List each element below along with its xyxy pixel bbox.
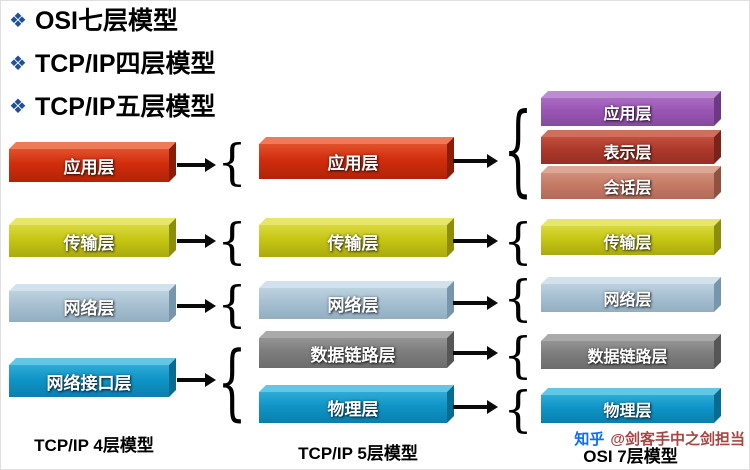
column-title-osi7: OSI 7层模型	[583, 447, 678, 466]
diamond-bullet-icon: ❖	[9, 96, 27, 118]
watermark: 知乎 @剑客手中之剑担当	[574, 428, 745, 449]
brace-icon: {	[503, 90, 533, 208]
layer-label: 数据链路层	[587, 349, 668, 366]
layer-label: 应用层	[603, 106, 652, 123]
diamond-bullet-icon: ❖	[9, 53, 27, 75]
layer-label: 传输层	[327, 233, 379, 253]
layer-label: 传输层	[603, 234, 652, 252]
osi-presentation-layer-bar: 表示层	[541, 137, 714, 164]
layer-label: 网络层	[63, 299, 115, 318]
brace-icon: {	[503, 326, 533, 384]
brace-icon: {	[217, 275, 247, 333]
osi-network-layer-bar: 网络层	[541, 284, 714, 312]
arrow-icon	[177, 373, 216, 387]
arrow-icon	[453, 154, 498, 168]
layer-label: 传输层	[63, 233, 115, 253]
layer-label: 物理层	[327, 400, 379, 419]
tcpip5-network-layer-bar: 网络层	[259, 288, 447, 319]
osi-application-layer-bar: 应用层	[541, 98, 714, 126]
tcpip4-application-layer-bar: 应用层	[9, 149, 169, 182]
column-title-tcpip4: TCP/IP 4层模型	[34, 436, 154, 455]
brace-icon: {	[217, 212, 247, 270]
tcpip5-application-layer-bar: 应用层	[259, 144, 447, 179]
arrow-icon	[177, 234, 216, 248]
layer-label: 数据链路层	[310, 345, 396, 365]
arrow-icon	[453, 400, 498, 414]
osi-transport-layer-bar: 传输层	[541, 226, 714, 255]
watermark-username: @剑客手中之剑担当	[610, 431, 745, 448]
layer-label: 会话层	[603, 180, 652, 197]
layer-label: 网络接口层	[46, 373, 132, 393]
bullet-label: TCP/IP四层模型	[34, 50, 216, 78]
arrow-icon	[453, 234, 498, 248]
brace-icon: {	[217, 133, 247, 191]
osi-datalink-layer-bar: 数据链路层	[541, 341, 714, 369]
layer-label: 应用层	[63, 158, 115, 177]
osi-physical-layer-bar: 物理层	[541, 395, 714, 423]
layer-label: 应用层	[327, 154, 379, 173]
brace-icon: {	[503, 212, 533, 270]
bullet-label: OSI七层模型	[34, 7, 179, 35]
arrow-icon	[177, 158, 216, 172]
tcpip5-transport-layer-bar: 传输层	[259, 225, 447, 257]
arrow-icon	[177, 299, 216, 313]
tcpip4-transport-layer-bar: 传输层	[9, 225, 169, 257]
tcpip5-datalink-layer-bar: 数据链路层	[259, 338, 447, 368]
brace-icon: {	[503, 380, 533, 438]
column-title-tcpip5: TCP/IP 5层模型	[298, 444, 418, 463]
tcpip5-physical-layer-bar: 物理层	[259, 392, 447, 423]
bullet-item-tcpip5: ❖ TCP/IP五层模型	[9, 92, 216, 122]
tcpip4-network-interface-layer-bar: 网络接口层	[9, 365, 169, 397]
layer-label: 网络层	[603, 292, 652, 309]
zhihu-logo: 知乎	[574, 431, 605, 448]
bullet-item-osi7: ❖ OSI七层模型	[9, 6, 178, 36]
tcpip4-network-layer-bar: 网络层	[9, 291, 169, 322]
brace-icon: {	[503, 269, 533, 327]
layer-label: 物理层	[603, 403, 652, 420]
arrow-icon	[453, 296, 498, 310]
arrow-icon	[453, 346, 498, 360]
brace-icon: {	[217, 332, 247, 430]
osi-session-layer-bar: 会话层	[541, 173, 714, 199]
bullet-label: TCP/IP五层模型	[34, 93, 216, 121]
bullet-item-tcpip4: ❖ TCP/IP四层模型	[9, 49, 216, 79]
layer-label: 表示层	[603, 144, 652, 162]
diamond-bullet-icon: ❖	[9, 10, 27, 32]
layer-label: 网络层	[327, 296, 379, 315]
